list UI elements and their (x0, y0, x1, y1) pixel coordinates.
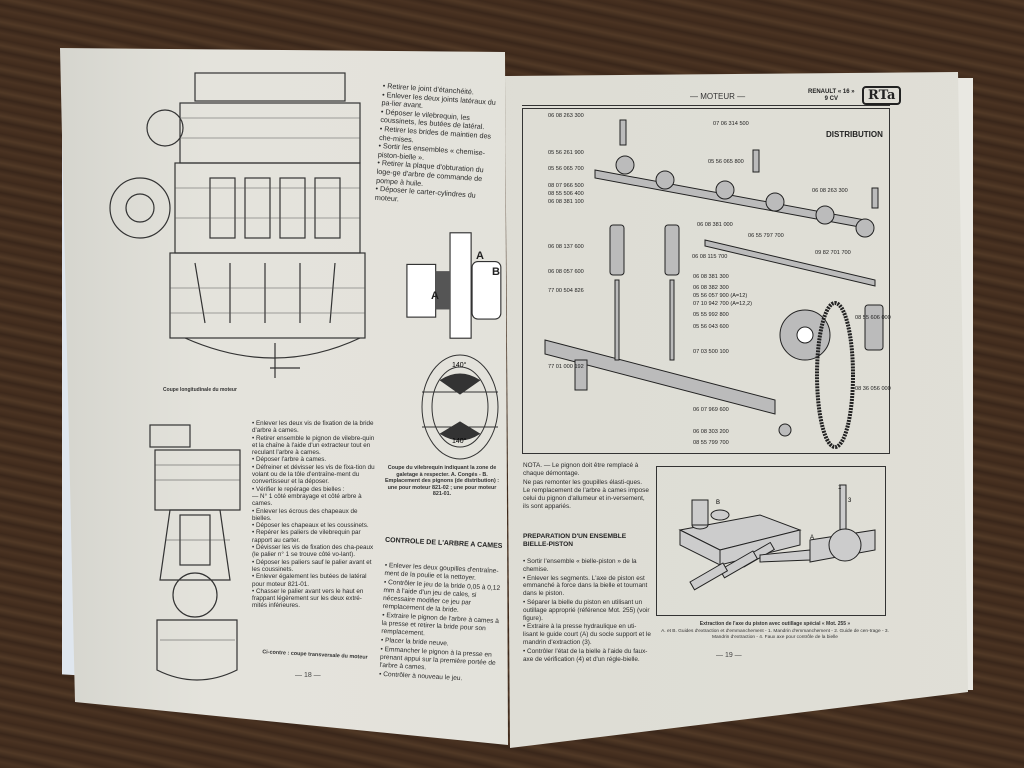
part-number: 06 08 263 300 (548, 113, 584, 119)
part-number: 77 00 504 826 (548, 288, 584, 294)
nota-paragraph: Le remplacement de l'arbre à cames impos… (523, 487, 649, 510)
instruction: • Enlever les deux vis de fixation de la… (252, 420, 374, 435)
instruction: • Enlever les segments. L'axe de piston … (523, 574, 648, 598)
section-heading: CONTROLE DE L'ARBRE A CAMES (384, 536, 503, 550)
angle-label: 140° (452, 362, 467, 369)
header-rule (522, 105, 890, 106)
model-cv: 9 CV (824, 96, 838, 102)
part-number: 08 07 966 500 (548, 183, 584, 189)
inset-caption: Extraction de l'axe du piston avec outil… (699, 621, 851, 627)
section-heading: PREPARATION D'UN ENSEMBLE BIELLE-PISTON (523, 533, 627, 548)
part-number: 05 56 057 900 (A=12) (693, 293, 748, 299)
instruction: • Déposer les chapeaux et les coussinets… (252, 522, 369, 530)
inset-label-b: B (716, 500, 721, 506)
part-number: 06 08 115 700 (692, 254, 728, 260)
part-number: 06 08 303 200 (693, 429, 729, 435)
piston-tool-drawing (678, 484, 876, 591)
instruction: • Sortir l'ensemble « bielle-piston » de… (523, 558, 637, 573)
instruction: • Retirer ensemble le pignon de vilebre-… (252, 434, 375, 457)
label-b: B (492, 266, 500, 278)
middle-instructions: • Enlever les deux vis de fixation de la… (252, 420, 376, 610)
label-a: A (476, 250, 484, 262)
part-number: 05 56 065 700 (548, 166, 584, 172)
diagram-title: DISTRIBUTION (826, 130, 883, 139)
instruction: • Déposer les paliers sauf le palier ava… (252, 558, 372, 573)
instruction: • Chasser le palier avant vers le haut e… (252, 587, 364, 610)
top-instructions: • Retirer le joint d'étanchéité. • Enlev… (375, 81, 503, 210)
nota-text: NOTA. — Le pignon doit être remplacé à c… (523, 462, 651, 512)
inset-legend: A. et B. Guides d'extraction et d'emmanc… (661, 629, 889, 640)
instruction: • Dévisser les vis de fixation des cha-p… (252, 544, 374, 559)
inset-label-3: 3 (848, 498, 852, 504)
angle-label: 140° (452, 438, 467, 445)
page-number: — 19 — (716, 652, 742, 659)
part-number: 06 08 382 300 (693, 285, 729, 291)
instruction: • Vérifier le repérage des bielles : (252, 485, 345, 493)
header-model: RENAULT « 16 » 9 CV (808, 89, 855, 103)
engine-longitudinal-section-drawing (109, 72, 366, 378)
part-number: 77 01 000 192 (548, 364, 584, 370)
part-number: 05 56 065 800 (708, 159, 744, 165)
camshaft-instructions: • Enlever les deux goupilles d'entraîne-… (379, 562, 505, 686)
part-number: 06 07 969 600 (693, 407, 729, 413)
crankshaft-drawing (406, 232, 502, 339)
crankshaft-caption: Coupe du vilebrequin indiquant la zone d… (384, 465, 500, 497)
instruction: • Repérer les paliers de vilebrequin par… (252, 529, 361, 544)
model-name: RENAULT « 16 » (808, 89, 855, 95)
instruction: • Extraire à la presse hydraulique en ut… (523, 623, 651, 646)
instruction: • Séparer la bielle du piston en utilisa… (523, 598, 650, 622)
part-number: 06 08 137 600 (548, 244, 584, 250)
instruction: — N° 1 côté embrayage et côté arbre à ca… (252, 492, 362, 508)
part-number: 08 55 506 400 (548, 191, 584, 197)
part-number: 09 82 701 700 (815, 250, 851, 256)
figure-caption-transverse: Ci-contre : coupe transversale du moteur (262, 649, 368, 661)
instruction: • Contrôler l'état de la bielle à l'aide… (523, 647, 648, 663)
part-number: 06 08 381 100 (548, 199, 584, 205)
part-number: 06 08 057 600 (548, 269, 584, 275)
part-number: 05 55 992 800 (693, 312, 729, 318)
piston-instructions: • Sortir l'ensemble « bielle-piston » de… (523, 558, 651, 664)
part-number: 07 06 314 500 (713, 121, 749, 127)
part-number: 07 03 500 100 (693, 349, 729, 355)
part-number: 06 55 797 700 (748, 233, 784, 239)
inset-figure-frame (656, 466, 886, 616)
part-number: 08 36 056 000 (855, 386, 891, 392)
instruction: • Enlever également les butées de latéra… (252, 573, 367, 588)
nota-paragraph: Ne pas remonter les goupilles élasti-que… (523, 478, 642, 486)
instruction: • Contrôler le jeu de la bride 0,05 à 0,… (382, 578, 501, 614)
part-number: 06 08 381 000 (697, 222, 733, 228)
crank-angle-diagram (421, 354, 499, 460)
instruction: • Défreiner et dévisser les vis de fixa-… (252, 463, 375, 486)
part-number: 06 08 263 300 (812, 188, 848, 194)
part-number: 08 55 799 700 (693, 440, 729, 446)
engine-transverse-section-drawing (149, 424, 241, 681)
page-number: — 18 — (295, 672, 321, 679)
label-a: A (431, 290, 439, 302)
figure-caption-longitudinal: Coupe longitudinale du moteur (163, 387, 237, 393)
part-number: 05 56 261 900 (548, 150, 584, 156)
part-number: 05 56 043 600 (693, 324, 729, 330)
part-number: 06 08 381 300 (693, 274, 729, 280)
inset-label-a: A (810, 535, 815, 541)
distribution-diagram-frame (522, 108, 890, 454)
rta-logo: RTa (862, 86, 902, 105)
instruction: • Enlever les écrous des chapeaux de bie… (252, 507, 358, 522)
nota-paragraph: NOTA. — Le pignon doit être remplacé à c… (523, 462, 639, 477)
inset-label-1: 1 (838, 485, 842, 491)
instruction: • Déposer l'arbre à cames. (252, 456, 327, 464)
distribution-exploded-drawing (544, 119, 884, 449)
part-number: 07 10 942 700 (A=12,2) (693, 301, 752, 307)
part-number: 08 55 606 000 (855, 315, 891, 321)
header-section: — MOTEUR — (690, 92, 746, 101)
